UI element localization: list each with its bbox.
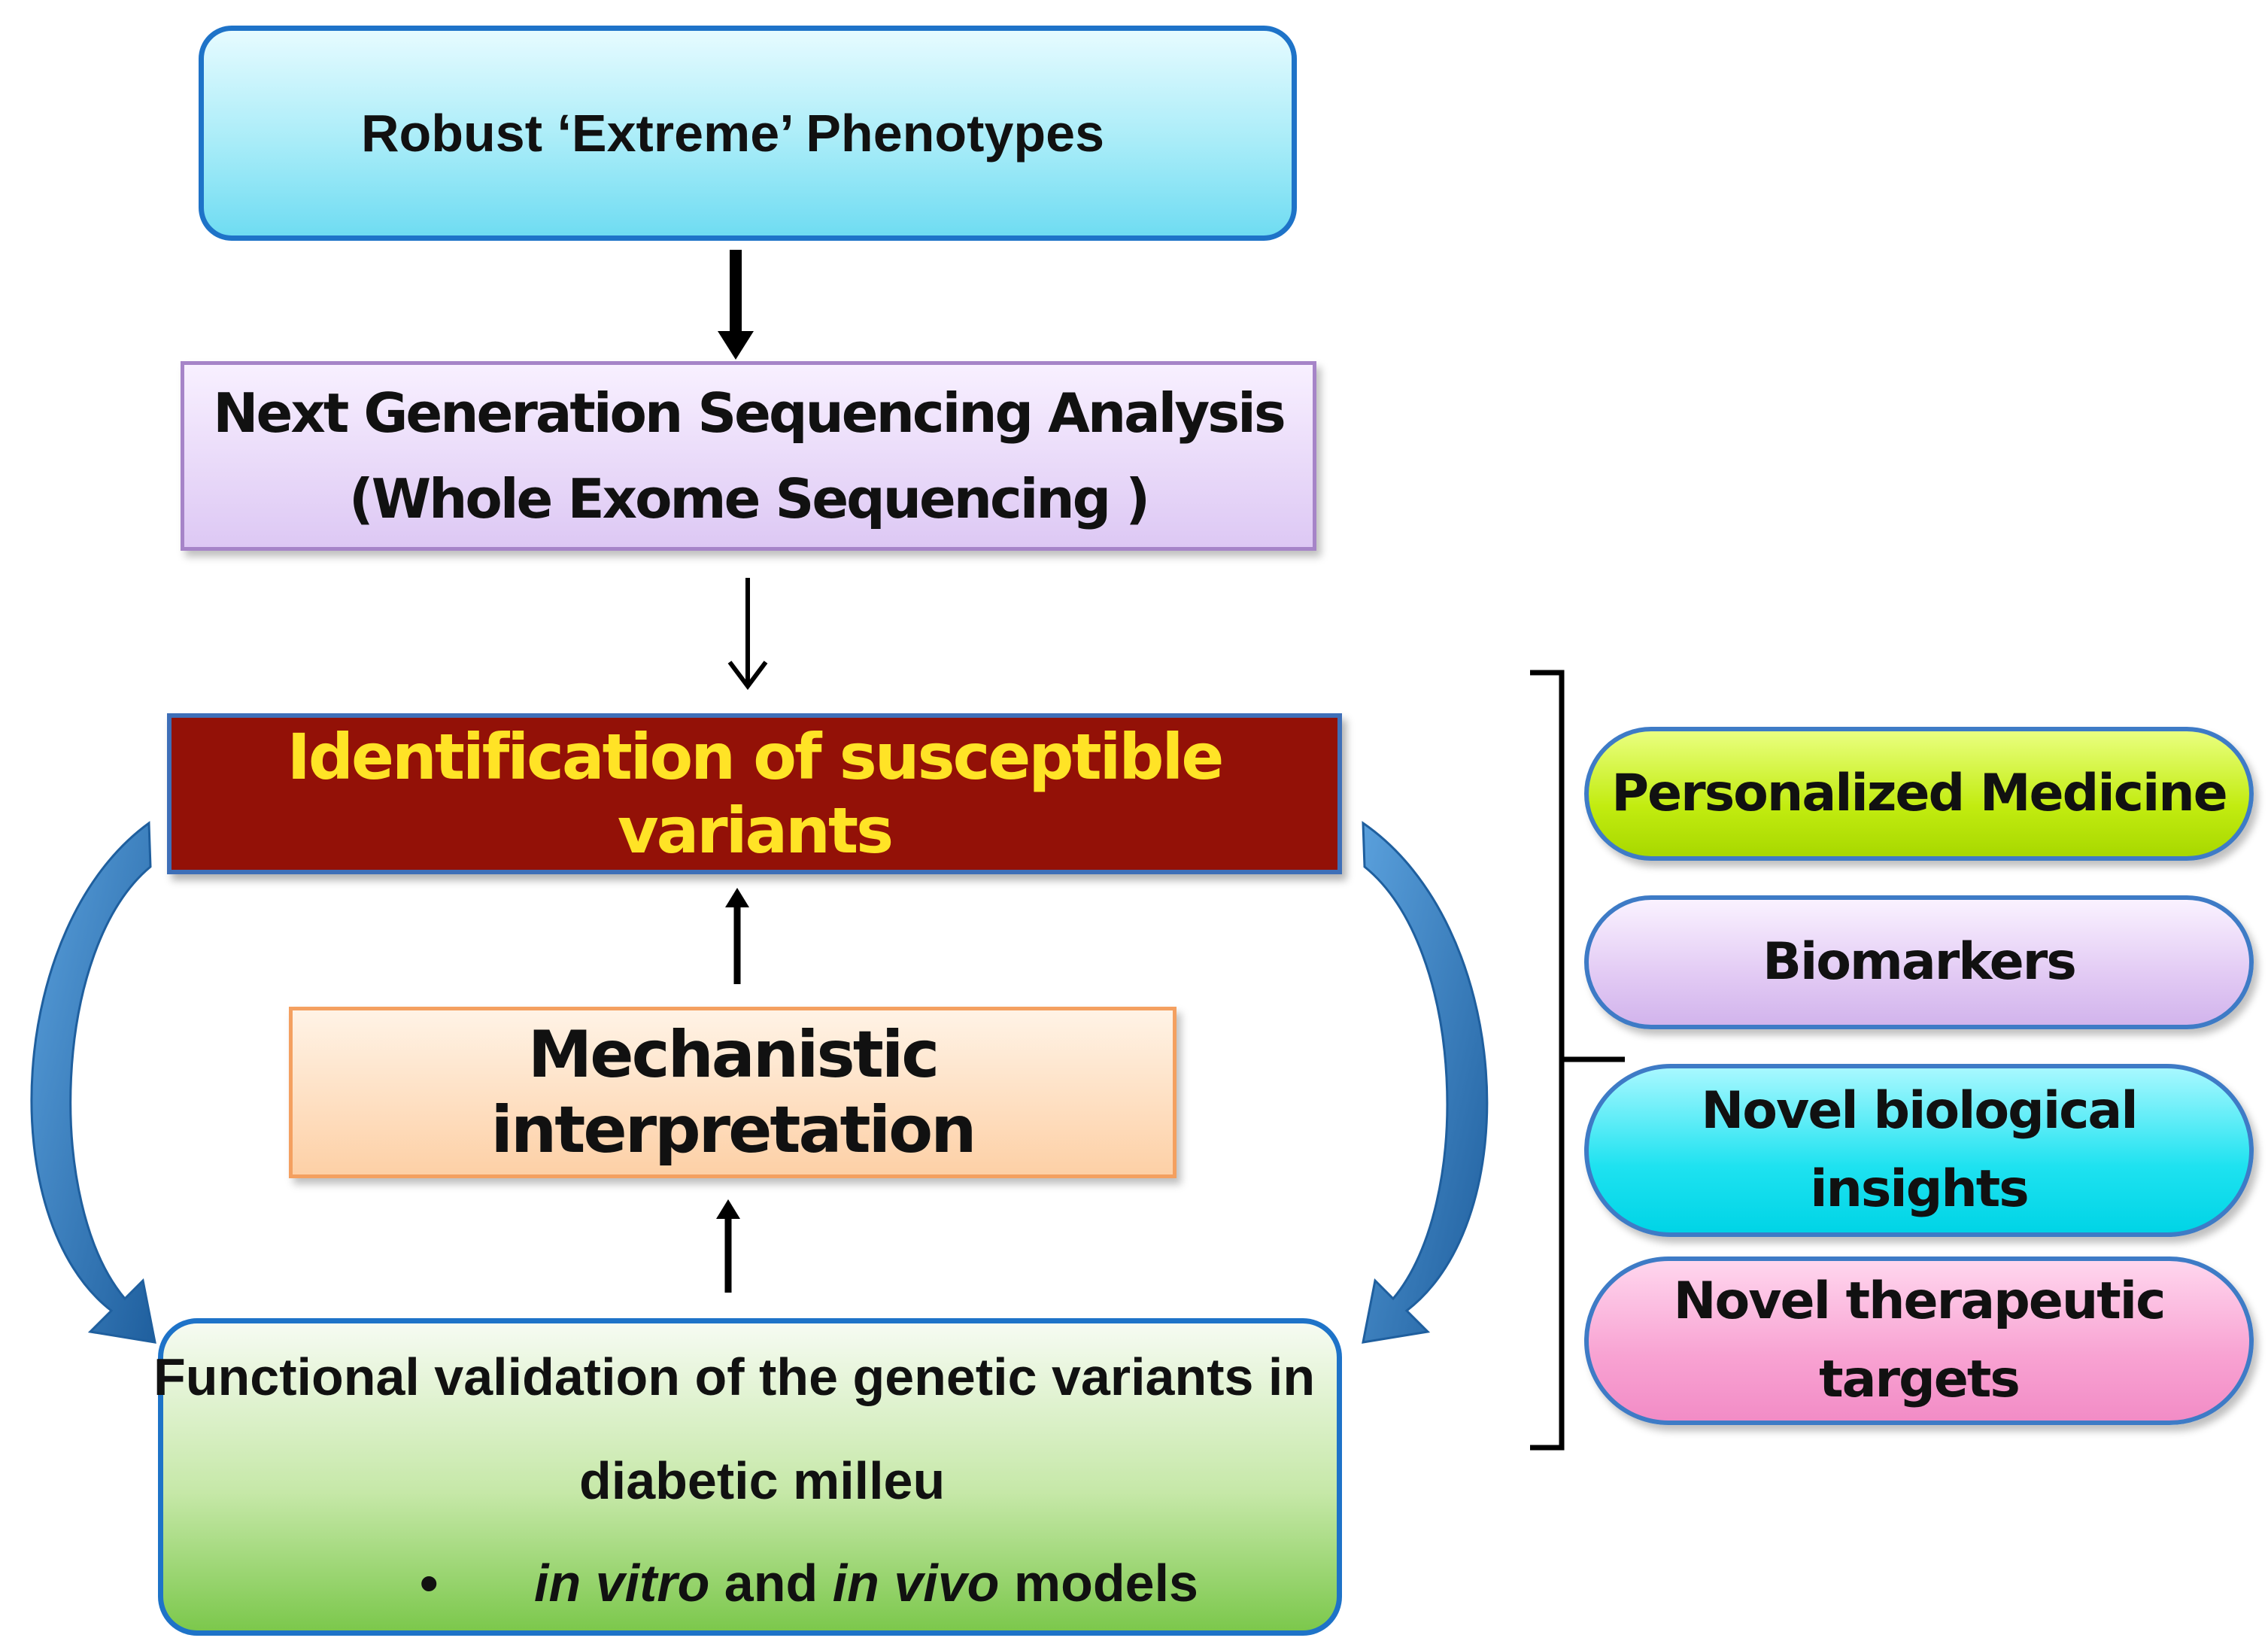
- identification-box: Identification of susceptible variants: [167, 713, 1342, 874]
- ngs-box: Next Generation Sequencing Analysis (Who…: [181, 361, 1316, 551]
- functional-label-line2: diabetic milleu: [579, 1451, 946, 1510]
- outcome-novel-biological-insights: Novel biological insights: [1584, 1064, 2254, 1237]
- functional-label-line1: Functional validation of the genetic var…: [153, 1348, 1316, 1406]
- outcomes-bracket: [1530, 670, 1625, 1451]
- arrow-ngs-to-identification: [727, 578, 768, 690]
- ngs-label-line1: Next Generation Sequencing Analysis: [213, 381, 1286, 445]
- and-text: and: [709, 1554, 833, 1612]
- phenotypes-label: Robust ‘Extreme’ Phenotypes: [360, 104, 1105, 163]
- arrow-phenotypes-to-ngs: [718, 250, 754, 360]
- in-vivo-text: in vivo: [832, 1554, 1000, 1612]
- functional-validation-box: [158, 1318, 1342, 1636]
- curved-arrow-left: [30, 821, 156, 1344]
- identification-label: Identification of susceptible variants: [287, 720, 1225, 868]
- models-text: models: [999, 1554, 1198, 1612]
- ngs-label-line2: (Whole Exome Sequencing ): [348, 467, 1150, 530]
- outcome-novel-therapeutic-targets: Novel therapeutic targets: [1584, 1256, 2254, 1425]
- arrow-mechanistic-to-identification: [725, 888, 749, 984]
- mechanistic-box: Mechanistic interpretation: [289, 1007, 1177, 1178]
- phenotypes-box: Robust ‘Extreme’ Phenotypes: [199, 26, 1297, 241]
- curved-arrow-right: [1362, 821, 1489, 1344]
- functional-label-line3: in vitro and in vivo models: [534, 1553, 1198, 1613]
- outcome-personalized-medicine: Personalized Medicine: [1584, 727, 2254, 861]
- outcome-label-line1: Personalized Medicine: [1611, 764, 2228, 823]
- outcome-label-line2: targets: [1819, 1350, 2021, 1409]
- mechanistic-label: Mechanistic interpretation: [490, 1017, 977, 1168]
- outcome-label-line1: Novel biological: [1701, 1081, 2138, 1141]
- bullet-icon: •: [420, 1554, 439, 1612]
- outcome-biomarkers: Biomarkers: [1584, 895, 2254, 1029]
- outcome-label-line1: Novel therapeutic: [1673, 1272, 2166, 1331]
- outcome-label-line2: insights: [1810, 1159, 2030, 1219]
- outcome-label-line1: Biomarkers: [1762, 932, 2077, 992]
- in-vitro-text: in vitro: [534, 1554, 710, 1612]
- arrow-functional-to-mechanistic: [716, 1199, 740, 1293]
